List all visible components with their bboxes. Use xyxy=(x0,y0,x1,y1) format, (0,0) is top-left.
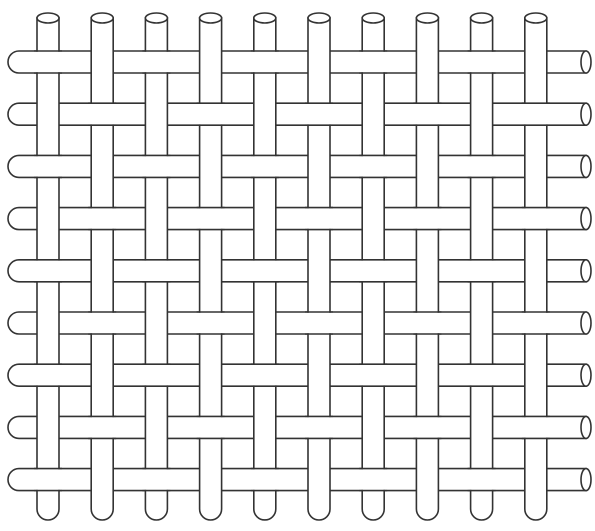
weft-over-crossing xyxy=(142,155,170,177)
weft-over-crossing xyxy=(34,364,62,386)
warp-thread xyxy=(91,13,113,520)
weft-over-crossing xyxy=(142,469,170,491)
weft-over-crossing xyxy=(251,155,279,177)
weft-over-crossing xyxy=(413,208,441,230)
weft-over-crossing xyxy=(413,312,441,334)
weft-over-crossing xyxy=(251,469,279,491)
weft-over-crossing xyxy=(197,208,225,230)
weft-over-crossing xyxy=(413,103,441,125)
weft-over-crossing xyxy=(468,364,496,386)
warp-thread xyxy=(308,13,330,520)
weft-over-crossing xyxy=(359,155,387,177)
weft-over-crossing xyxy=(34,469,62,491)
weft-over-crossing xyxy=(142,364,170,386)
weft-over-crossing xyxy=(88,103,116,125)
warp-thread xyxy=(525,13,547,520)
weft-over-crossing xyxy=(142,51,170,73)
weft-over-crossing xyxy=(522,416,550,438)
weft-over-crossing xyxy=(34,260,62,282)
weft-over-crossing xyxy=(522,208,550,230)
weft-over-crossing xyxy=(359,260,387,282)
weft-over-crossing xyxy=(468,51,496,73)
warp-thread xyxy=(416,13,438,520)
weft-over-crossing xyxy=(88,312,116,334)
weft-over-crossing xyxy=(34,155,62,177)
weft-over-crossing xyxy=(88,416,116,438)
weft-over-crossing xyxy=(468,469,496,491)
warp-thread xyxy=(200,13,222,520)
weft-over-crossing xyxy=(468,155,496,177)
weft-over-crossing xyxy=(197,416,225,438)
weft-over-crossing xyxy=(305,416,333,438)
weft-over-crossing xyxy=(251,51,279,73)
weft-over-crossing xyxy=(305,103,333,125)
weft-over-crossing xyxy=(251,260,279,282)
weft-over-crossing xyxy=(88,208,116,230)
weft-over-crossing xyxy=(197,103,225,125)
weft-over-crossing xyxy=(142,260,170,282)
weft-over-crossing xyxy=(468,260,496,282)
weft-over-crossing xyxy=(522,103,550,125)
weft-over-crossing xyxy=(359,469,387,491)
weft-over-crossing xyxy=(251,364,279,386)
weft-over-crossing xyxy=(305,208,333,230)
weft-over-crossing xyxy=(34,51,62,73)
weft-over-crossing xyxy=(197,312,225,334)
weft-over-crossing xyxy=(522,312,550,334)
weft-over-crossing xyxy=(359,364,387,386)
weft-over-crossing xyxy=(359,51,387,73)
weft-over-crossing xyxy=(413,416,441,438)
weft-over-crossing xyxy=(305,312,333,334)
